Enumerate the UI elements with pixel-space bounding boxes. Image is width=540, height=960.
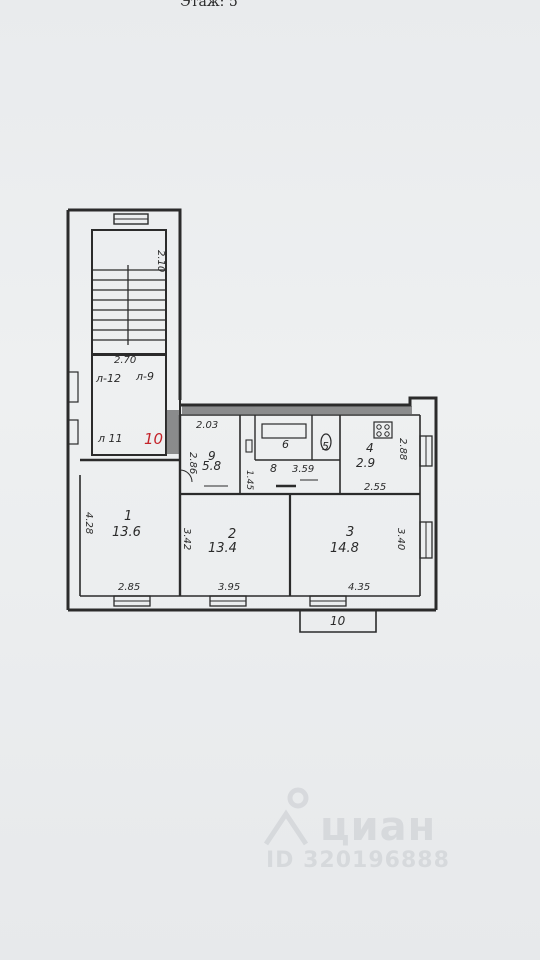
room-3-number: 3 (346, 525, 354, 540)
room-2-area: 13.4 (208, 541, 237, 556)
dim-4-35: 4.35 (348, 582, 370, 593)
dim-2-86: 2.86 (187, 452, 198, 474)
dim-2-55: 2.55 (364, 482, 386, 493)
room-2-number: 2 (228, 527, 236, 542)
floor-label: Этаж: 5 (180, 0, 238, 10)
dim-4-28: 4.28 (83, 512, 94, 534)
dim-2-88: 2.88 (397, 438, 408, 460)
watermark-brand: циан (320, 804, 437, 850)
room-1-area: 13.6 (112, 525, 141, 540)
room-3-area: 14.8 (330, 541, 359, 556)
room-8-number: 8 (270, 462, 277, 475)
dim-1-45: 1.45 (244, 470, 254, 490)
room-1-number: 1 (124, 509, 132, 524)
dim-3-40: 3.40 (395, 528, 406, 550)
dim-3-42: 3.42 (181, 528, 192, 550)
location-pin-house-icon (263, 787, 309, 846)
dim-2-03: 2.03 (196, 420, 218, 431)
balcony-label: 10 (330, 614, 346, 628)
dim-2-10: 2.10 (155, 250, 166, 272)
room-9-area: 5.8 (202, 459, 221, 473)
watermark-id: ID 320196888 (266, 848, 450, 873)
room-6-number: 6 (282, 438, 289, 451)
stair-label-12: л-12 (95, 372, 121, 385)
room-4-number: 4 (366, 441, 374, 455)
stair-label-9: л-9 (135, 370, 154, 383)
dim-3-95: 3.95 (218, 582, 240, 593)
cian-watermark: циан ID 320196888 (262, 784, 502, 884)
stair-label-11: л 11 (97, 432, 123, 445)
room-4-area: 2.9 (356, 456, 375, 470)
dim-2-85: 2.85 (118, 582, 140, 593)
dim-3-59: 3.59 (292, 464, 314, 475)
room-5-number: 5 (322, 440, 329, 453)
dim-2-70: 2.70 (114, 355, 136, 366)
room-9-number: 9 (208, 449, 216, 463)
unit-number: 10 (144, 430, 163, 448)
